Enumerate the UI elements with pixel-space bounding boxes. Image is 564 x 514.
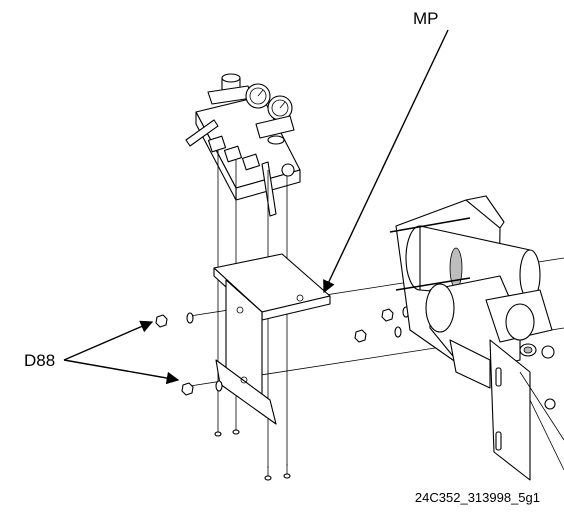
callout-d88: D88 — [24, 351, 55, 370]
figure-caption: 24C352_313998_5g1 — [415, 490, 540, 505]
screws — [214, 418, 291, 481]
mounting-plate — [213, 253, 331, 425]
callout-mp: MP — [413, 9, 439, 28]
pressure-gauge-icon — [245, 83, 271, 109]
manifold-assembly — [185, 73, 301, 217]
nuts-and-washers — [155, 304, 434, 396]
d88-leaders — [63, 320, 180, 385]
screw-icon — [283, 464, 291, 479]
screw-icon — [264, 466, 272, 481]
pump-assembly — [389, 195, 564, 481]
screw-icon — [232, 418, 240, 435]
screw-icon — [214, 420, 222, 437]
mp-leader — [323, 29, 449, 294]
